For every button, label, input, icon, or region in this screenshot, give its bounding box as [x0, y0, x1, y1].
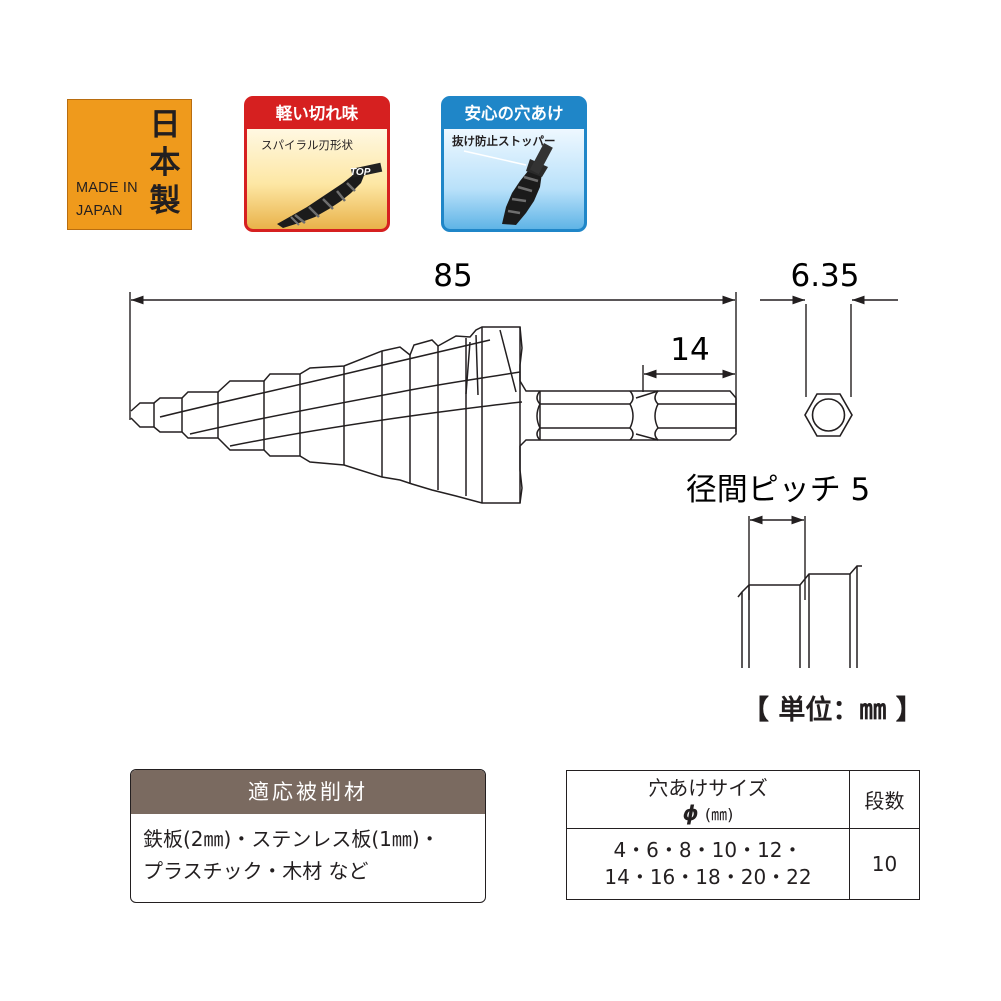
- materials-line: 鉄板(2㎜)・ステンレス板(1㎜)・: [143, 827, 440, 851]
- size-table: 穴あけサイズ ϕ (㎜) 段数 4・6・8・10・12・ 14・16・18・20…: [566, 770, 920, 900]
- materials-header: 適応被削材: [131, 770, 485, 814]
- sizes-unit: (㎜): [704, 805, 734, 824]
- steps-value-cell: 10: [849, 828, 920, 900]
- kanji-char: 製: [149, 183, 181, 219]
- total-length-label: 85: [433, 258, 472, 294]
- hex-size-label: 6.35: [790, 258, 859, 294]
- steps-header: 段数: [864, 789, 905, 813]
- spiral-blade-label: スパイラル刃形状: [261, 138, 353, 152]
- sizes-values-cell: 4・6・8・10・12・ 14・16・18・20・22: [566, 828, 850, 900]
- japan-label: JAPAN: [76, 203, 123, 219]
- sharp-cut-illustration: スパイラル刃形状 TOP: [247, 129, 387, 229]
- shank-length-label: 14: [670, 332, 709, 368]
- sharp-cut-badge: 軽い切れ味 スパイラル刃形状 TOP: [244, 96, 390, 232]
- sizes-header-cell: 穴あけサイズ ϕ (㎜): [566, 770, 850, 829]
- unit-label: 【 単位：㎜ 】: [742, 695, 923, 726]
- pitch-step-detail: [737, 565, 862, 668]
- made-in-japan-badge: 日 本 製 MADE IN JAPAN: [67, 99, 192, 230]
- drill-body: [130, 326, 737, 504]
- spiral-drill-icon: TOP: [277, 162, 383, 228]
- stopper-label: 抜け防止ストッパー: [452, 134, 556, 148]
- materials-body: 鉄板(2㎜)・ステンレス板(1㎜)・ プラスチック・木材 など: [131, 814, 485, 887]
- sharp-cut-title: 軽い切れ味: [275, 104, 359, 123]
- made-in-japan-text: MADE IN JAPAN: [76, 177, 138, 223]
- sizes-line: 4・6・8・10・12・: [613, 838, 803, 862]
- made-in-japan-kanji: 日 本 製: [148, 106, 182, 220]
- safe-drilling-badge: 安心の穴あけ 抜け防止ストッパー: [441, 96, 587, 232]
- pitch-label: 径間ピッチ 5: [686, 472, 871, 508]
- kanji-char: 本: [149, 145, 181, 181]
- hex-shank-end-view: [804, 393, 853, 437]
- safe-drilling-illustration: 抜け防止ストッパー: [444, 129, 584, 229]
- made-in-label: MADE IN: [76, 180, 138, 196]
- materials-box: 適応被削材 鉄板(2㎜)・ステンレス板(1㎜)・ プラスチック・木材 など: [130, 769, 486, 903]
- stopper-drill-icon: [463, 142, 553, 225]
- materials-line: プラスチック・木材 など: [143, 859, 369, 883]
- sizes-line: 14・16・18・20・22: [604, 865, 812, 889]
- steps-header-cell: 段数: [849, 770, 920, 829]
- top-logo: TOP: [350, 167, 371, 178]
- kanji-char: 日: [149, 107, 181, 143]
- safe-drilling-title: 安心の穴あけ: [464, 104, 564, 123]
- sizes-header: 穴あけサイズ: [648, 776, 768, 800]
- phi-symbol: ϕ: [682, 801, 699, 825]
- steps-value: 10: [871, 852, 898, 876]
